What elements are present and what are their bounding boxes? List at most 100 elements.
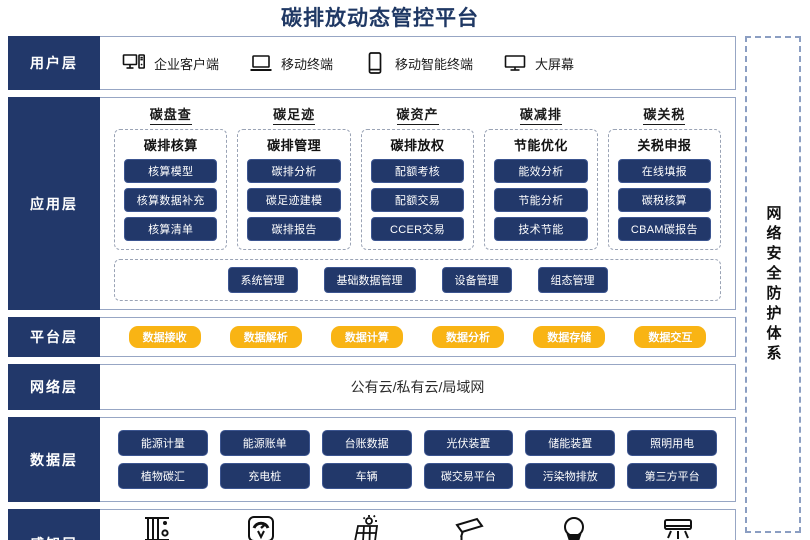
sense-item-solar-power[interactable]: 光伏发电: [318, 514, 412, 540]
layer-label-network: 网络层: [8, 364, 100, 410]
layer-network: 网络层 公有云/私有云/局域网: [8, 364, 736, 410]
app-group-subtitle: 碳排放权: [390, 138, 445, 153]
app-feature-button[interactable]: CCER交易: [370, 217, 465, 241]
app-group-box: 碳排核算 核算模型 核算数据补充 核算清单: [114, 129, 228, 250]
app-feature-button[interactable]: 碳足迹建模: [247, 188, 341, 212]
layer-application: 应用层 碳盘查 碳排核算 核算模型 核算数据补充 核算清单 碳足迹: [8, 97, 736, 310]
layer-body-data: 能源计量 能源账单 台账数据 光伏装置 储能装置 照明用电 植物碳汇 充电桩 车…: [100, 418, 735, 501]
layer-label-application: 应用层: [8, 97, 100, 310]
app-group-head: 碳足迹: [273, 104, 316, 125]
data-button[interactable]: 能源账单: [219, 430, 310, 456]
data-button[interactable]: 储能装置: [525, 430, 616, 456]
app-group-box: 节能优化 能效分析 节能分析 技术节能: [484, 129, 598, 250]
platform-button[interactable]: 数据分析: [432, 326, 505, 348]
app-feature-button[interactable]: 节能分析: [494, 188, 588, 212]
page-title: 碳排放动态管控平台: [281, 7, 479, 30]
sense-item-energy-meter[interactable]: 能源表计: [214, 514, 308, 540]
user-item-mobile-terminal[interactable]: 移动终端: [249, 51, 333, 75]
user-item-list: 企业客户端 移动终端: [108, 43, 727, 83]
layer-body-user: 企业客户端 移动终端: [100, 37, 735, 89]
app-group-subtitle: 节能优化: [513, 138, 568, 153]
data-button[interactable]: 第三方平台: [627, 463, 717, 489]
application-group-list: 碳盘查 碳排核算 核算模型 核算数据补充 核算清单 碳足迹 碳排管理 碳排分析: [108, 104, 727, 250]
app-feature-button[interactable]: CBAM碳报告: [617, 217, 712, 241]
platform-button[interactable]: 数据计算: [330, 326, 403, 348]
user-item-label: 移动智能终端: [395, 56, 474, 72]
app-feature-button[interactable]: 核算数据补充: [124, 188, 218, 212]
management-button[interactable]: 设备管理: [441, 267, 512, 293]
layer-body-application: 碳盘查 碳排核算 核算模型 核算数据补充 核算清单 碳足迹 碳排管理 碳排分析: [100, 98, 735, 309]
sense-item-video-surveillance[interactable]: 视频监控: [422, 514, 516, 540]
layer-data: 数据层 能源计量 能源账单 台账数据 光伏装置 储能装置 照明用电 植物碳汇 充…: [8, 417, 736, 502]
layer-body-network: 公有云/私有云/局域网: [100, 365, 735, 409]
desktop-tower-icon: [122, 51, 146, 75]
platform-button[interactable]: 数据存储: [533, 326, 606, 348]
management-button[interactable]: 基础数据管理: [323, 267, 416, 293]
app-group-head: 碳减排: [519, 104, 562, 125]
layer-body-platform: 数据接收 数据解析 数据计算 数据分析 数据存储 数据交互: [100, 318, 735, 356]
app-feature-button[interactable]: 核算模型: [124, 159, 218, 183]
layer-platform: 平台层 数据接收 数据解析 数据计算 数据分析 数据存储 数据交互: [8, 317, 736, 357]
app-feature-button[interactable]: 核算清单: [124, 217, 218, 241]
app-group-box: 碳排放权 配额考核 配额交易 CCER交易: [360, 129, 475, 250]
layer-user: 用户层 企业客户端: [8, 36, 736, 90]
app-feature-button[interactable]: 能效分析: [494, 159, 588, 183]
app-feature-button[interactable]: 碳排分析: [247, 159, 341, 183]
data-button[interactable]: 碳交易平台: [423, 463, 514, 489]
app-group-head: 碳关税: [643, 104, 686, 125]
data-button[interactable]: 污染物排放: [525, 463, 616, 489]
user-item-label: 大屏幕: [535, 56, 575, 72]
app-feature-button[interactable]: 技术节能: [494, 217, 588, 241]
user-item-enterprise-client[interactable]: 企业客户端: [122, 51, 219, 75]
data-button[interactable]: 照明用电: [627, 430, 717, 456]
app-group-subtitle: 关税申报: [637, 138, 692, 153]
layer-sense: 感知层 碳监测: [8, 509, 736, 540]
light-bulb-icon: [557, 514, 591, 540]
user-item-label: 企业客户端: [154, 56, 220, 72]
layer-label-user: 用户层: [8, 36, 100, 90]
data-button[interactable]: 光伏装置: [423, 430, 514, 456]
app-feature-button[interactable]: 碳税核算: [617, 188, 712, 212]
platform-item-list: 数据接收 数据解析 数据计算 数据分析 数据存储 数据交互: [108, 324, 727, 350]
layer-label-platform: 平台层: [8, 317, 100, 357]
sense-item-grid: 碳监测 能源表计: [110, 514, 725, 540]
platform-button[interactable]: 数据交互: [634, 326, 707, 348]
sense-item-carbon-monitoring[interactable]: 碳监测: [110, 514, 204, 540]
app-feature-button[interactable]: 在线填报: [617, 159, 712, 183]
layer-body-sense: 碳监测 能源表计: [100, 510, 735, 540]
user-item-smart-mobile-terminal[interactable]: 移动智能终端: [363, 51, 473, 75]
monitor-icon: [503, 51, 527, 75]
layer-label-sense: 感知层: [8, 509, 100, 540]
app-feature-button[interactable]: 配额交易: [370, 188, 465, 212]
cctv-camera-icon: [453, 514, 487, 540]
app-group-carbon-reduction: 碳减排 节能优化 能效分析 节能分析 技术节能: [484, 104, 598, 250]
layer-stack: 用户层 企业客户端: [8, 36, 736, 540]
app-group-carbon-footprint: 碳足迹 碳排管理 碳排分析 碳足迹建模 碳排报告: [237, 104, 351, 250]
data-button[interactable]: 充电桩: [219, 463, 310, 489]
user-item-label: 移动终端: [281, 56, 334, 72]
security-system-panel: 网络安全防护体系: [745, 36, 801, 533]
platform-button[interactable]: 数据解析: [229, 326, 302, 348]
app-feature-button[interactable]: 碳排报告: [247, 217, 341, 241]
air-conditioner-icon: [661, 514, 695, 540]
sense-item-lighting-socket[interactable]: 照明插座: [527, 514, 621, 540]
data-button[interactable]: 能源计量: [118, 430, 208, 456]
smartphone-icon: [363, 51, 387, 75]
app-group-carbon-asset: 碳资产 碳排放权 配额考核 配额交易 CCER交易: [360, 104, 475, 250]
network-text: 公有云/私有云/局域网: [350, 379, 485, 395]
energy-meter-icon: [244, 514, 278, 540]
management-button[interactable]: 组态管理: [537, 267, 608, 293]
platform-button[interactable]: 数据接收: [128, 326, 201, 348]
app-group-carbon-tariff: 碳关税 关税申报 在线填报 碳税核算 CBAM碳报告: [607, 104, 722, 250]
data-button[interactable]: 植物碳汇: [118, 463, 208, 489]
application-management-box: 系统管理 基础数据管理 设备管理 组态管理: [114, 259, 721, 301]
app-group-carbon-inventory: 碳盘查 碳排核算 核算模型 核算数据补充 核算清单: [114, 104, 228, 250]
management-button[interactable]: 系统管理: [227, 267, 298, 293]
user-item-large-screen[interactable]: 大屏幕: [503, 51, 574, 75]
data-item-grid: 能源计量 能源账单 台账数据 光伏装置 储能装置 照明用电 植物碳汇 充电桩 车…: [108, 424, 727, 495]
sense-item-air-conditioning[interactable]: 空调制冷: [631, 514, 725, 540]
app-feature-button[interactable]: 配额考核: [370, 159, 465, 183]
data-button[interactable]: 台账数据: [321, 430, 412, 456]
data-button[interactable]: 车辆: [321, 463, 412, 489]
security-system-label: 网络安全防护体系: [764, 204, 782, 365]
